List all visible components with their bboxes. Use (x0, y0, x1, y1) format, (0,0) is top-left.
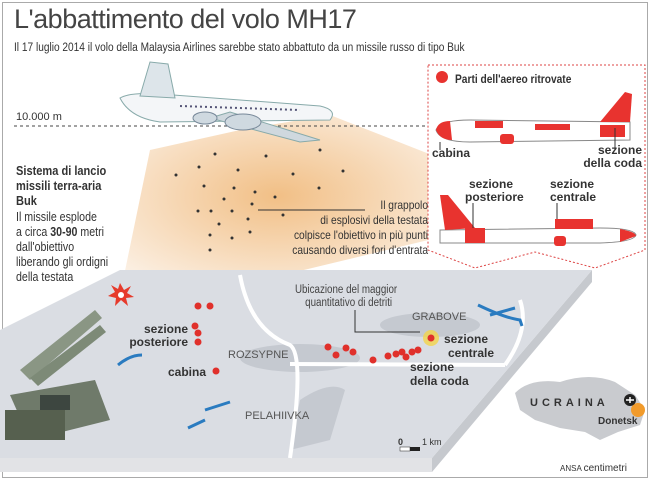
plane-diagram-1 (435, 92, 632, 150)
credit-brand: centimetri (583, 463, 627, 474)
missile-system-title: Sistema di lancio missili terra-aria Buk (16, 163, 106, 208)
town-rozsypne: ROZSYPNE (228, 349, 289, 361)
desc-text: a circa (16, 225, 51, 239)
roads (238, 274, 525, 459)
note-line: quantitativo di detriti (305, 297, 393, 309)
scale-km: 1 km (422, 437, 442, 447)
debris-dots (191, 302, 422, 375)
note-line: Il grappolo (380, 198, 428, 212)
missile-system-description: Il missile esplode a circa 30-90 metri d… (16, 210, 108, 285)
parts-legend: Parti dell'aereo ritrovate (455, 72, 572, 86)
desc-line: liberando gli ordigni (16, 255, 109, 269)
label-line: posteriore (465, 190, 524, 204)
label-line: centrale (448, 346, 495, 360)
explosion-icon (108, 283, 134, 306)
inset-city: Donetsk (598, 416, 638, 427)
distance-range: 30-90 (50, 225, 78, 239)
map-label-cabina: cabina (168, 365, 207, 379)
town-pelahiivka: PELAHIIVKA (245, 410, 310, 422)
label-line: sezione (410, 360, 455, 374)
scale-zero: 0 (398, 437, 404, 447)
desc-line: a circa 30-90 metri (16, 225, 108, 240)
cluster-note: Il grappolo di esplosivi della testata c… (284, 198, 428, 258)
town-grabove: GRABOVE (412, 311, 467, 323)
label-line: della coda (410, 374, 469, 388)
label-line: posteriore (129, 335, 188, 349)
legend-dot (436, 71, 448, 83)
credit: ANSA centimetri (560, 463, 627, 474)
credit-ansa: ANSA (560, 464, 582, 473)
buk-launcher-illustration (5, 310, 110, 440)
subtitle: Il 17 luglio 2014 il volo della Malaysia… (14, 42, 465, 54)
debris-pointer (354, 310, 420, 333)
page-title: L'abbattimento del volo MH17 (14, 4, 357, 34)
donetsk-area (631, 403, 645, 417)
map-side (432, 270, 592, 472)
label-line: sezione (444, 332, 489, 346)
label-line: sezione (597, 143, 642, 157)
title-line: missili terra-aria (16, 178, 102, 193)
map-front (0, 458, 432, 472)
title-line: Buk (16, 193, 37, 208)
airplane-illustration (119, 61, 333, 143)
label-cabina: cabina (432, 146, 471, 160)
scale-bar (399, 446, 411, 452)
note-line: colpisce l'obiettivo in più punti (293, 228, 428, 242)
label-line: della coda (583, 156, 642, 170)
ukraine-map (515, 377, 645, 440)
parts-box-border (427, 64, 646, 269)
plane-diagram-2 (439, 195, 637, 246)
altitude-label: 10.000 m (16, 111, 62, 123)
title-line: Sistema di lancio (16, 163, 107, 178)
inset-country: UCRAINA (530, 397, 609, 409)
fragment-dots (174, 148, 345, 252)
rivers (117, 303, 524, 430)
desc-line: dall'obiettivo (16, 240, 75, 254)
note-line: causando diversi fori d'entrata (292, 243, 428, 257)
label-line: centrale (550, 190, 597, 204)
note-line: Ubicazione del maggior (295, 284, 398, 296)
label-line: sezione (469, 177, 514, 191)
blast-cone (120, 115, 470, 295)
desc-line: della testata (16, 270, 74, 284)
desc-line: Il missile esplode (16, 210, 97, 224)
label-line: sezione (143, 322, 188, 336)
desc-text: metri (77, 225, 105, 239)
note-line: di esplosivi della testata (320, 213, 428, 227)
label-line: sezione (550, 177, 595, 191)
